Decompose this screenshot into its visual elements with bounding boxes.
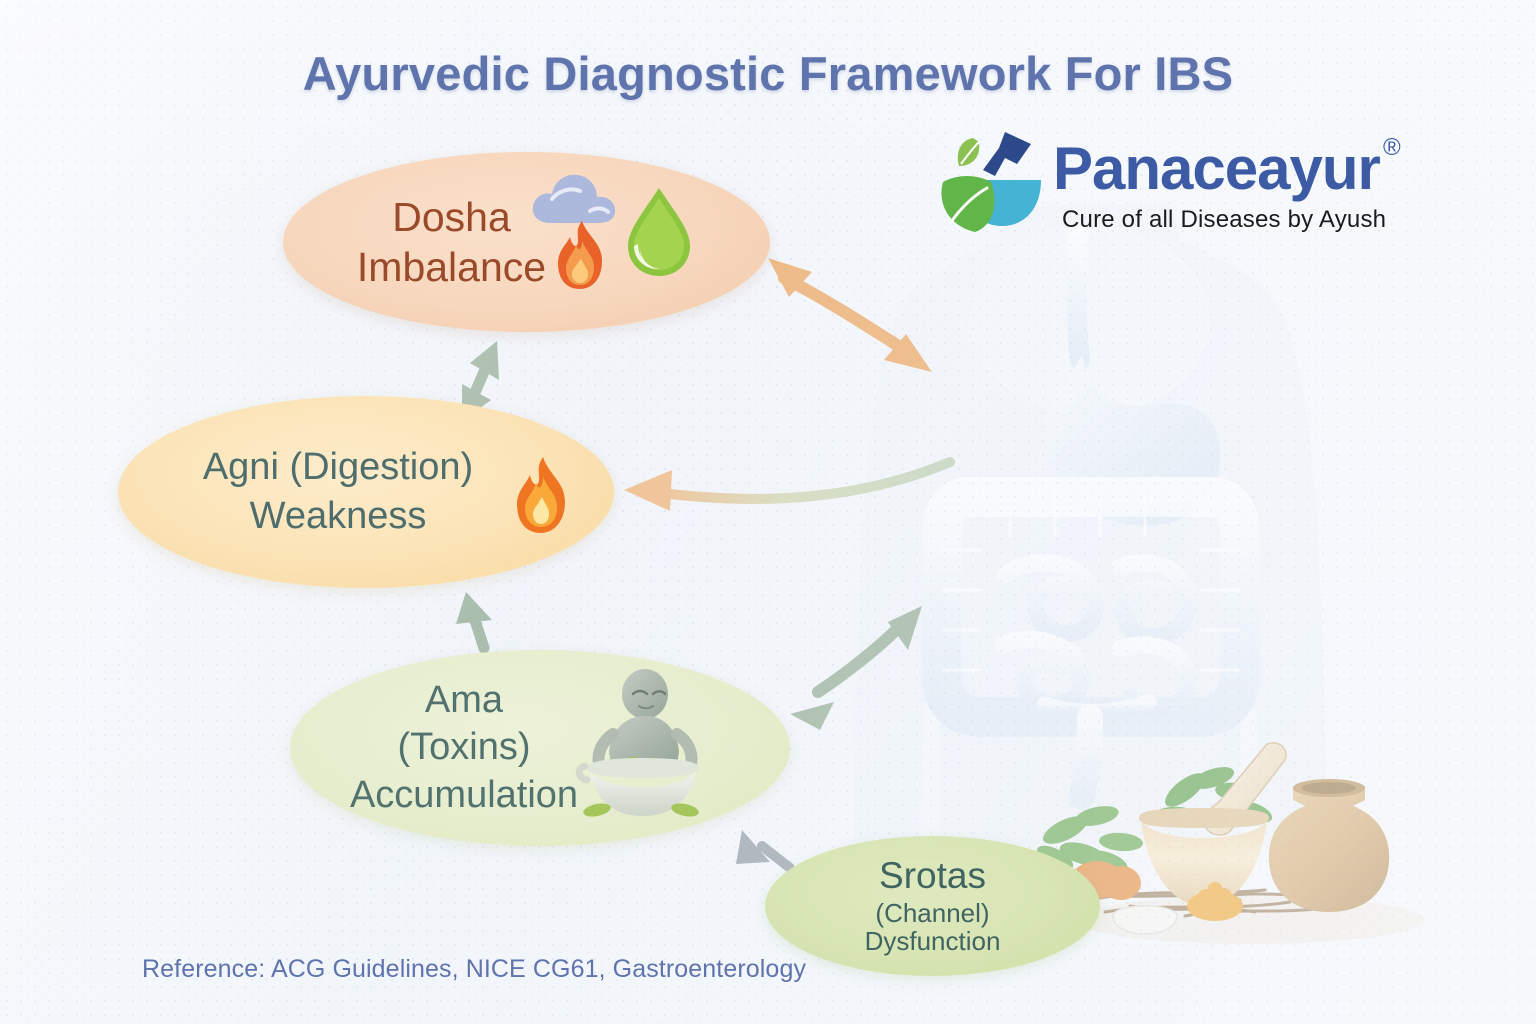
arrow-ama-agni — [456, 592, 492, 654]
meditating-figure-bowl-icon — [575, 669, 699, 817]
node-ama-label: Ama (Toxins) Accumulation — [349, 679, 579, 816]
arrow-ama-body — [790, 606, 922, 730]
brand-wordmark: Panaceayur — [1053, 135, 1381, 202]
water-drop-icon — [628, 188, 690, 276]
arrow-srotas-ama — [736, 830, 795, 873]
reference-text: Reference: ACG Guidelines, NICE CG61, Ga… — [142, 955, 807, 983]
page-title: Ayurvedic Diagnostic Framework For IBS — [302, 47, 1234, 100]
mortar-pestle-leaf-logo-icon — [941, 132, 1041, 232]
arrow-body-agni — [624, 457, 955, 511]
node-agni-label: Agni (Digestion) Weakness — [202, 445, 474, 537]
flame-icon — [517, 457, 565, 533]
herbs-mortar-pestle-illustration — [1036, 742, 1425, 944]
digestive-system-illustration — [854, 205, 1326, 845]
node-dosha-imbalance[interactable]: Dosha Imbalance — [283, 152, 770, 332]
node-srotas-label: Srotas (Channel) Dysfunction — [864, 855, 1001, 957]
brand-tagline: Cure of all Diseases by Ayush — [1062, 206, 1387, 233]
flame-icon — [558, 221, 602, 289]
registered-mark: ® — [1383, 134, 1401, 161]
node-dosha-label: Dosha Imbalance — [356, 193, 547, 290]
node-ama-accumulation[interactable]: Ama (Toxins) Accumulation — [290, 650, 790, 846]
arrow-dosha-body — [768, 258, 932, 372]
node-srotas-dysfunction[interactable]: Srotas (Channel) Dysfunction — [765, 836, 1100, 976]
brand-logo[interactable]: Panaceayur ® Cure of all Diseases by Ayu… — [935, 128, 1415, 248]
